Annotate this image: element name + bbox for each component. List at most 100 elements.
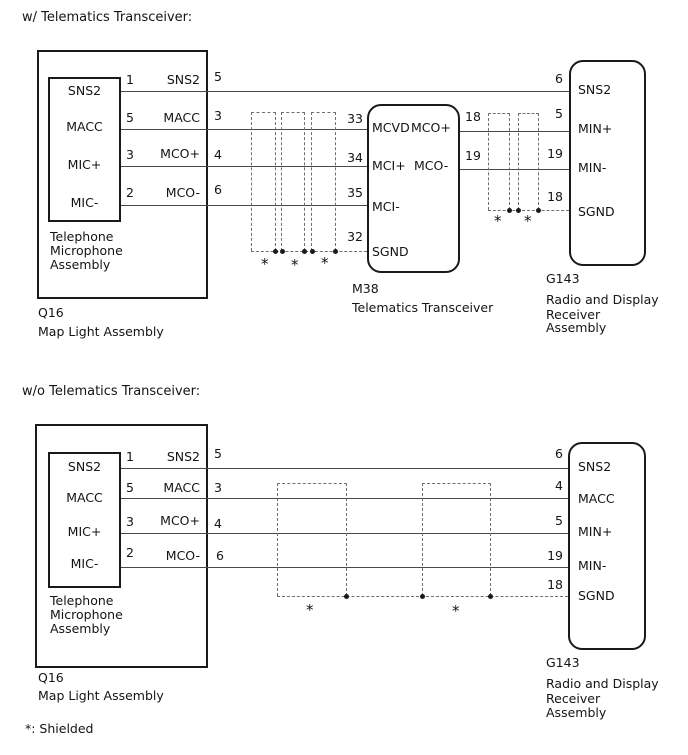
inner-pin-label: MACC	[66, 490, 103, 505]
connector-pin-number: 6	[216, 548, 224, 563]
terminal-label: MIN-	[578, 558, 607, 573]
shielded-footnote: *: Shielded	[25, 721, 94, 736]
map-light-assembly-box	[37, 50, 208, 299]
wire-label: MCO+	[160, 146, 200, 161]
shield-asterisk: *	[524, 212, 532, 230]
terminal-label: MCVD	[372, 120, 410, 135]
component-code: Q16	[38, 305, 64, 320]
inner-pin-label: SNS2	[67, 83, 102, 98]
component-code: G143	[546, 271, 580, 286]
shield-junction-dot	[273, 249, 278, 254]
pin-number: 6	[555, 446, 563, 461]
shield-asterisk: *	[306, 601, 314, 619]
pin-number: 3	[126, 514, 134, 529]
wire-label: MCO-	[165, 185, 200, 200]
component-name: Receiver	[546, 307, 601, 322]
component-code: G143	[546, 655, 580, 670]
wire-sgnd-dashed	[251, 251, 367, 252]
component-code: Q16	[38, 670, 64, 685]
shield-junction-dot	[280, 249, 285, 254]
pin-number: 18	[465, 109, 481, 124]
shield-dashed-box	[251, 112, 276, 251]
terminal-label: SNS2	[578, 459, 612, 474]
terminal-label: MCI+	[372, 158, 406, 173]
component-name: Microphone	[50, 243, 123, 258]
receiver-assembly-box	[568, 442, 646, 650]
pin-number: 1	[126, 72, 134, 87]
connector-pin-number: 6	[214, 182, 222, 197]
component-name: Assembly	[546, 705, 607, 720]
heading-with-transceiver: w/ Telematics Transceiver:	[22, 10, 193, 25]
wire-label: MACC	[163, 480, 200, 495]
connector-pin-number: 4	[214, 147, 222, 162]
shield-junction-dot	[344, 594, 349, 599]
wire-label: MACC	[163, 110, 200, 125]
terminal-label: SGND	[578, 204, 615, 219]
connector-pin-number: 5	[214, 446, 222, 461]
map-light-assembly-box	[35, 424, 208, 668]
telephone-microphone-box	[48, 77, 121, 222]
inner-pin-label: MIC-	[70, 556, 99, 571]
wire-macc	[121, 129, 367, 130]
pin-number: 6	[555, 71, 563, 86]
component-name: Telephone	[50, 229, 114, 244]
shield-asterisk: *	[291, 256, 299, 274]
terminal-label: MCO-	[414, 158, 449, 173]
heading-without-transceiver: w/o Telematics Transceiver:	[22, 384, 201, 399]
shield-junction-dot	[420, 594, 425, 599]
component-name: Map Light Assembly	[38, 324, 164, 339]
terminal-label: MCO+	[411, 120, 451, 135]
wire-label: SNS2	[166, 72, 200, 87]
shield-dashed-box	[488, 113, 510, 210]
wire-label: MCO-	[165, 548, 200, 563]
pin-number: 5	[126, 480, 134, 495]
shield-junction-dot	[488, 594, 493, 599]
pin-number: 19	[547, 548, 563, 563]
component-name: Radio and Display	[546, 676, 659, 691]
terminal-label: SGND	[578, 588, 615, 603]
pin-number: 5	[126, 110, 134, 125]
wire-sns2	[121, 468, 568, 469]
shield-dashed-box	[311, 112, 336, 251]
pin-number: 4	[555, 478, 563, 493]
pin-number: 34	[347, 150, 363, 165]
component-name: Assembly	[546, 320, 607, 335]
wire-mco-minus-right	[459, 169, 569, 170]
shield-dashed-box	[518, 113, 539, 210]
shield-junction-dot	[310, 249, 315, 254]
wire-macc	[121, 498, 568, 499]
component-name: Microphone	[50, 607, 123, 622]
shield-dashed-box	[422, 483, 491, 596]
shield-junction-dot	[507, 208, 512, 213]
connector-pin-number: 3	[214, 108, 222, 123]
pin-number: 18	[547, 189, 563, 204]
pin-number: 5	[555, 106, 563, 121]
inner-pin-label: SNS2	[67, 459, 102, 474]
pin-number: 35	[347, 185, 363, 200]
wire-sgnd-dashed	[488, 210, 569, 211]
wire-mco-minus	[121, 205, 367, 206]
component-name: Telematics Transceiver	[352, 300, 494, 315]
component-name: Radio and Display	[546, 292, 659, 307]
shield-junction-dot	[333, 249, 338, 254]
pin-number: 19	[465, 148, 481, 163]
pin-number: 18	[547, 577, 563, 592]
terminal-label: MACC	[578, 491, 615, 506]
component-name: Assembly	[50, 621, 111, 636]
shield-dashed-box	[277, 483, 347, 596]
wire-mco-plus-right	[459, 131, 569, 132]
shield-asterisk: *	[321, 254, 329, 272]
component-name: Receiver	[546, 691, 601, 706]
pin-number: 3	[126, 147, 134, 162]
telephone-microphone-box	[48, 452, 121, 588]
shield-junction-dot	[536, 208, 541, 213]
terminal-label: SNS2	[578, 82, 612, 97]
wire-label: MCO+	[160, 513, 200, 528]
telematics-transceiver-box	[367, 104, 460, 273]
pin-number: 2	[126, 545, 134, 560]
wire-mco-plus	[121, 166, 367, 167]
pin-number: 1	[126, 449, 134, 464]
receiver-assembly-box	[569, 60, 646, 266]
terminal-label: SGND	[372, 244, 409, 259]
